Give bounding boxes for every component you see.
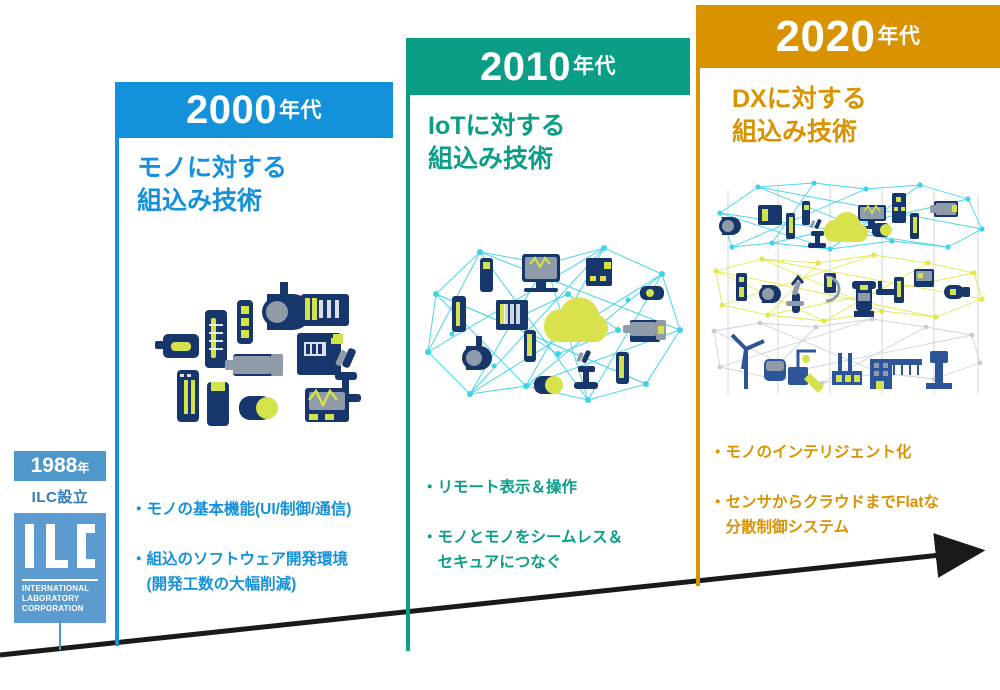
era-rule-2020s: [696, 68, 700, 586]
era-year-suffix-2020s: 年代: [877, 25, 921, 48]
ilc-logo-subtitle: INTERNATIONAL LABORATORY CORPORATION: [22, 579, 98, 615]
bullet-item: ・リモート表示＆操作: [422, 479, 578, 497]
era-rule-2000s: [115, 138, 119, 646]
era-bullets-2010s: ・リモート表示＆操作 ・モノとモノをシームレス＆ セキュアにつなぐ: [422, 450, 690, 601]
founding-year-suffix: 年: [77, 461, 90, 475]
era-year-2010s: 2010: [480, 44, 571, 89]
era-year-suffix-2010s: 年代: [572, 55, 616, 78]
era-year-2020s: 2020: [775, 11, 876, 61]
founding-year: 1988: [30, 454, 78, 477]
era-title-2000s: モノに対する 組込み技術: [137, 154, 288, 215]
ilc-logo-mark: [25, 524, 95, 568]
bullet-item: ・組込のソフトウェア開発環境 (開発工数の大幅削減): [131, 551, 349, 594]
illustration-dx-layers: [711, 181, 985, 395]
bullet-item: ・モノとモノをシームレス＆ セキュアにつなぐ: [422, 529, 624, 572]
founding-year-badge: 1988年: [14, 451, 106, 481]
illustration-iot-network: [425, 245, 683, 403]
era-title-2010s: IoTに対する 組込み技術: [428, 112, 566, 173]
era-rule-2010s: [406, 95, 410, 651]
bullet-item: ・モノのインテリジェント化: [710, 444, 912, 462]
illustration-embedded-devices: [155, 282, 361, 426]
bullet-item: ・センサからクラウドまでFlatな 分散制御システム: [710, 494, 940, 537]
era-year-2000s: 2000: [186, 88, 277, 132]
era-title-2020s: DXに対する 組込み技術: [732, 85, 867, 146]
era-bullets-2000s: ・モノの基本機能(UI/制御/通信) ・組込のソフトウェア開発環境 (開発工数の…: [131, 472, 393, 623]
era-bullets-2020s: ・モノのインテリジェント化 ・センサからクラウドまでFlatな 分散制御システム: [710, 415, 1000, 566]
bullet-item: ・モノの基本機能(UI/制御/通信): [131, 501, 352, 519]
era-year-suffix-2000s: 年代: [278, 98, 322, 122]
company-founding-block: 1988年 ILC設立 INTERNATIONAL LABORATORY COR…: [14, 451, 106, 623]
founding-label: ILC設立: [31, 489, 89, 506]
ilc-connector-line: [59, 620, 61, 650]
ilc-logo: INTERNATIONAL LABORATORY CORPORATION: [14, 513, 106, 623]
cloud-icon: [543, 297, 609, 342]
